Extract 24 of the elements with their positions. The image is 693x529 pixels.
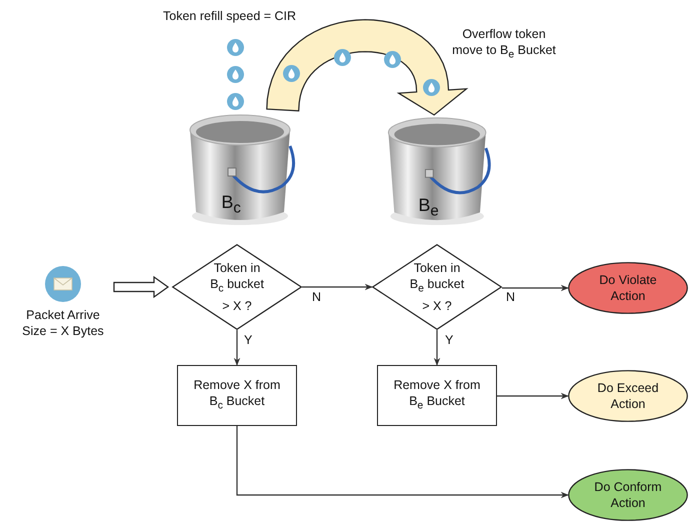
bucket-label: B$_{c}$ bbox=[221, 194, 241, 217]
edge-label: Y bbox=[244, 332, 252, 348]
arrow bbox=[434, 330, 440, 366]
note-text: Token refill speed = CIR bbox=[163, 8, 296, 24]
bucket-label: B$_{e}$ bbox=[418, 197, 439, 220]
edge-label: N bbox=[312, 289, 322, 305]
block-arrow bbox=[266, 19, 468, 116]
node-text: Do Conform Action bbox=[593, 479, 663, 511]
note-text: Overflow token move to B$_{e}$ Bucket bbox=[451, 26, 557, 62]
node-text: Token in B$_{c}$ bucket > X ? bbox=[209, 260, 265, 314]
block-arrow bbox=[113, 276, 170, 298]
node-text: Do Violate Action bbox=[598, 272, 658, 304]
arrow bbox=[502, 284, 569, 292]
arrow bbox=[497, 392, 569, 400]
node-text: Token in B$_{e}$ bucket > X ? bbox=[408, 260, 466, 314]
edge-label: N bbox=[506, 289, 516, 305]
arrow bbox=[234, 330, 240, 366]
process-box: Remove X from B$_{e}$ Bucket bbox=[377, 365, 497, 426]
edge-label: Y bbox=[445, 332, 454, 348]
process-box: Remove X from B$_{c}$ Bucket bbox=[177, 365, 297, 426]
node-text: Do Exceed Action bbox=[596, 380, 660, 412]
icon-caption: Packet Arrive Size = X Bytes bbox=[21, 307, 105, 339]
arrow bbox=[302, 284, 373, 290]
arrow bbox=[236, 426, 569, 498]
